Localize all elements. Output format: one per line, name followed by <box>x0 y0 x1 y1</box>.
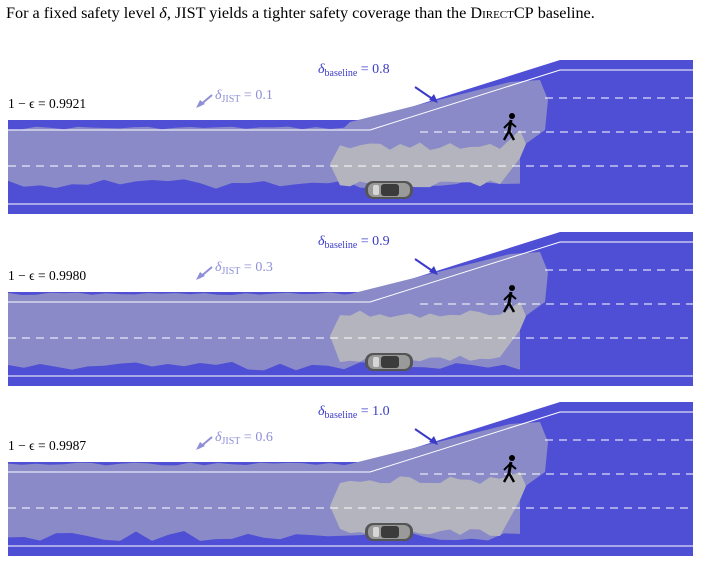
jist-value: = 0.6 <box>240 430 273 445</box>
baseline-subscript: baseline <box>324 68 358 79</box>
car-icon <box>365 353 413 371</box>
pedestrian-icon <box>502 285 517 313</box>
baseline-delta-symbol: δ <box>318 62 325 77</box>
jist-value: = 0.3 <box>240 260 273 275</box>
caption-method: DirectCP <box>470 4 534 22</box>
caption-prefix: For a fixed safety level <box>6 4 160 22</box>
road-edge-line <box>8 411 693 473</box>
pedestrian-icon <box>502 455 517 483</box>
baseline-subscript: baseline <box>324 410 358 421</box>
car-icon <box>365 181 413 199</box>
baseline-delta-label: δbaseline = 1.0 <box>318 404 390 421</box>
jist-delta-label: δJIST = 0.3 <box>215 260 273 277</box>
baseline-delta-label: δbaseline = 0.8 <box>318 62 390 79</box>
scene-3 <box>8 402 693 556</box>
pedestrian-icon <box>502 113 517 141</box>
arrow-icon <box>196 436 213 450</box>
jist-subscript: JIST <box>221 436 241 447</box>
jist-delta-label: δJIST = 0.6 <box>215 430 273 447</box>
caption-suffix: baseline. <box>533 4 595 22</box>
baseline-delta-symbol: δ <box>318 404 325 419</box>
caption-middle: , JIST yields a tighter safety coverage … <box>166 4 471 22</box>
arrow-icon <box>196 266 213 280</box>
scene-1 <box>8 60 693 214</box>
caption-delta: δ <box>159 4 167 22</box>
baseline-value: = 0.9 <box>357 234 390 249</box>
baseline-value: = 0.8 <box>357 62 390 77</box>
baseline-subscript: baseline <box>324 240 358 251</box>
arrow-icon <box>414 428 438 445</box>
jist-delta-symbol: δ <box>215 430 222 445</box>
epsilon-label: 1 − ϵ = 0.9921 <box>8 96 87 111</box>
scene-2 <box>8 232 693 386</box>
arrow-icon <box>414 258 438 275</box>
jist-subscript: JIST <box>221 266 241 277</box>
baseline-delta-symbol: δ <box>318 234 325 249</box>
figure-caption: For a fixed safety level δ, JIST yields … <box>6 3 701 23</box>
predicted-region <box>330 472 526 536</box>
predicted-region <box>330 302 526 363</box>
jist-delta-symbol: δ <box>215 260 222 275</box>
epsilon-label: 1 − ϵ = 0.9980 <box>8 268 87 283</box>
baseline-value: = 1.0 <box>357 404 390 419</box>
jist-value: = 0.1 <box>240 88 273 103</box>
baseline-delta-label: δbaseline = 0.9 <box>318 234 390 251</box>
car-icon <box>365 523 413 541</box>
jist-delta-label: δJIST = 0.1 <box>215 88 273 105</box>
jist-subscript: JIST <box>221 94 241 105</box>
road-edge-line <box>8 241 693 303</box>
road-edge-line <box>8 69 693 131</box>
arrow-icon <box>196 94 213 108</box>
jist-delta-symbol: δ <box>215 88 222 103</box>
arrow-icon <box>414 86 438 103</box>
predicted-region <box>330 130 526 188</box>
epsilon-label: 1 − ϵ = 0.9987 <box>8 438 87 453</box>
